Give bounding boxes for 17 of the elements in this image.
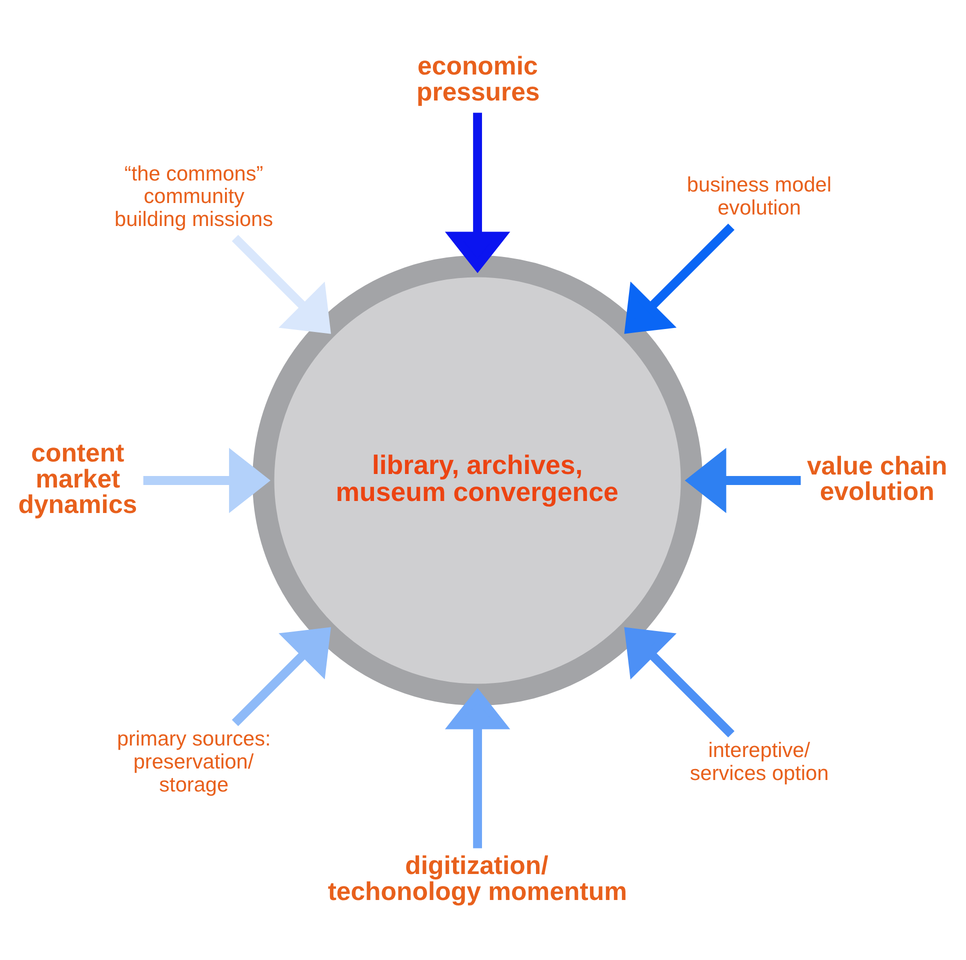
node-text: business model evolution xyxy=(686,173,832,219)
node-text: intereptive/ services option xyxy=(690,738,829,784)
arrow xyxy=(232,234,331,334)
arrow xyxy=(624,626,734,737)
arrow xyxy=(684,447,801,513)
arrow xyxy=(624,223,734,334)
node-text: digitization/ techonology momentum xyxy=(328,852,628,906)
node-text: “the commons” community building missions xyxy=(114,162,274,230)
node-circle: library, archives, museum convergence xyxy=(252,254,703,706)
arrow xyxy=(143,447,270,513)
node-text: value chain evolution xyxy=(806,452,948,506)
arrow xyxy=(444,112,510,273)
arrow xyxy=(232,626,331,726)
node-text: economic pressures xyxy=(416,52,540,106)
node-text: primary sources: preservation/ storage xyxy=(117,727,271,796)
node-text: content market dynamics xyxy=(18,438,138,519)
arrow xyxy=(444,687,510,848)
